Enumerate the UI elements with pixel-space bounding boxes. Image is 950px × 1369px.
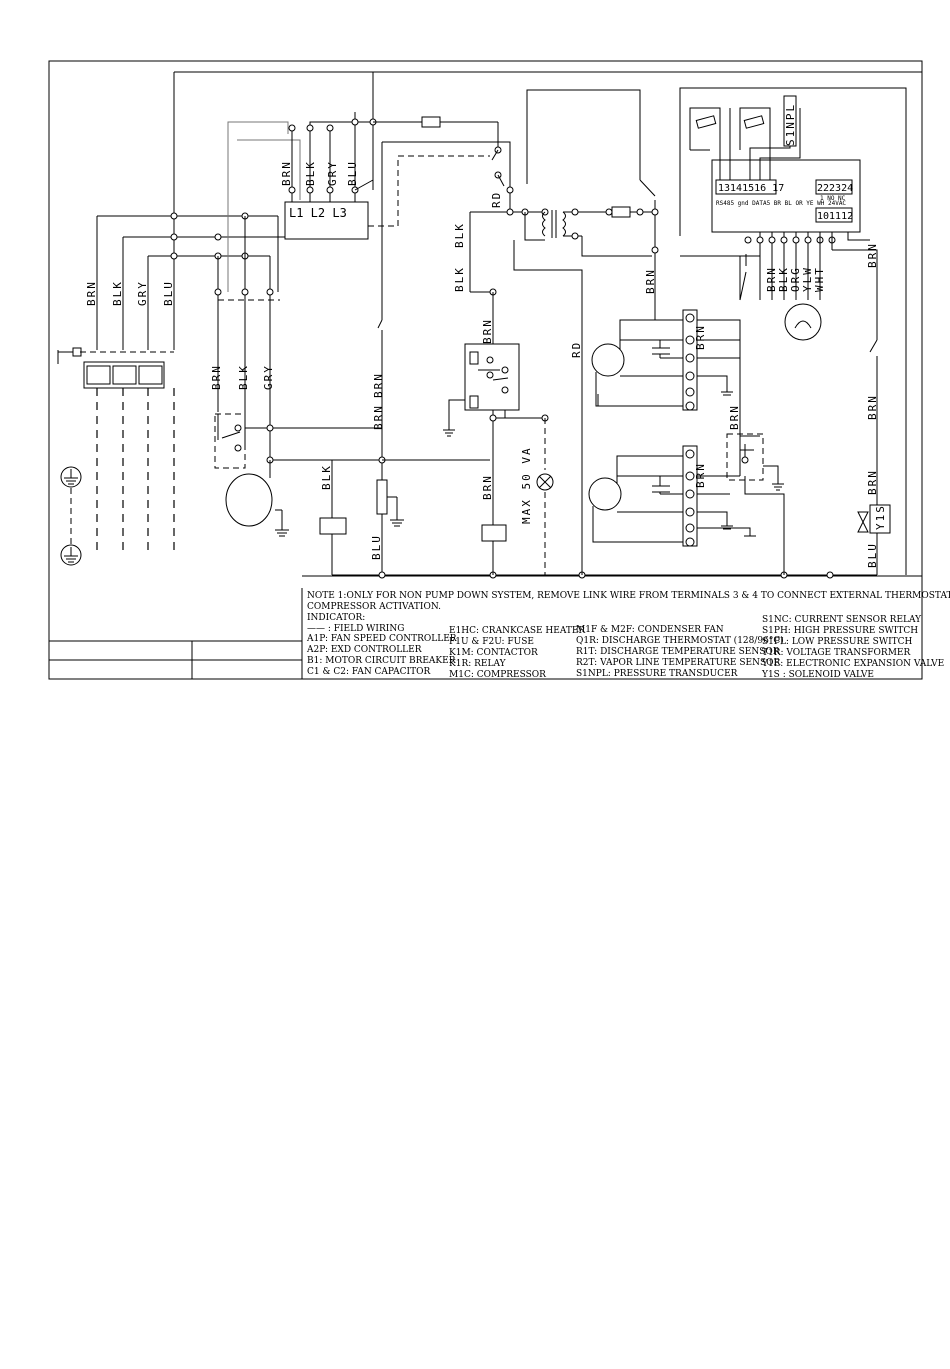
- wire-label: BLK: [453, 222, 466, 248]
- legend-item: K1R: RELAY: [449, 659, 507, 669]
- wire-label: MAX 50 VA: [520, 446, 533, 524]
- wire-label: BRN: [866, 469, 879, 495]
- legend-item: R1T: DISCHARGE TEMPERATURE SENSOR: [576, 647, 780, 657]
- legend-item: B1: MOTOR CIRCUIT BREAKER: [307, 656, 456, 666]
- note-1b: COMPRESSOR ACTIVATION.: [307, 602, 441, 612]
- legend-item: M1F & M2F: CONDENSER FAN: [576, 625, 724, 635]
- voltage-transformer-t1r: [513, 206, 655, 575]
- legend-item: Q1R: DISCHARGE THERMOSTAT (128/96°C): [576, 635, 784, 646]
- wire-label: BLU: [866, 542, 879, 568]
- expansion-valve-y1e: [744, 232, 870, 341]
- wire-label: BLU: [162, 280, 175, 306]
- fuse-f1u: [373, 116, 502, 161]
- wire-label: WHT: [813, 266, 826, 292]
- terminal-block-l1-l2-l3: [284, 201, 369, 240]
- exd-controller-a2p: [689, 95, 861, 233]
- wire-label: BLK: [304, 160, 317, 186]
- legend-item: S1PH: HIGH PRESSURE SWITCH: [762, 626, 918, 636]
- wire-label: BRN: [280, 160, 293, 186]
- high-pressure-switch-s1ph: [726, 410, 785, 575]
- solenoid-valve-y1s: [832, 249, 891, 575]
- legend-item: S1NPL: PRESSURE TRANSDUCER: [576, 669, 738, 679]
- wire-label: BRN: [372, 372, 385, 398]
- diagram-frame: [48, 60, 923, 680]
- wire-label: BLK: [777, 266, 790, 292]
- wire-label: BRN: [694, 462, 707, 488]
- wire-label: BLK: [237, 364, 250, 390]
- wire-label: BRN: [481, 318, 494, 344]
- fan-speed-controller-a1p-lower: [588, 445, 756, 547]
- wire-label: GRY: [262, 364, 275, 390]
- wire-label: BRN: [210, 364, 223, 390]
- earth-ground-icon: [60, 466, 82, 566]
- pressure-transducer-label: S1NPL: [784, 103, 797, 146]
- wire-label: BRN: [866, 394, 879, 420]
- wire-label: BRN: [866, 242, 879, 268]
- wire-label: BRN: [85, 280, 98, 306]
- legend-item: T1R: VOLTAGE TRANSFORMER: [762, 648, 910, 658]
- wire-label: BLK: [320, 464, 333, 490]
- wire-label: Y1S: [874, 504, 887, 530]
- compressor-m1c: [319, 460, 347, 575]
- contactor-wiring: [214, 121, 306, 470]
- wire-label: BRN: [372, 404, 385, 430]
- wire-label: RD: [570, 341, 583, 358]
- wire-label: BRN: [481, 474, 494, 500]
- wire-label: BLK: [453, 266, 466, 292]
- wire-label: BRN: [644, 268, 657, 294]
- legend-item: R2T: VAPOR LINE TEMPERATURE SENSOR: [576, 658, 781, 668]
- motor-circuit-breaker-b1: [57, 347, 175, 550]
- condenser-fan-circuit: [214, 413, 382, 537]
- legend-item: M1C: COMPRESSOR: [449, 670, 546, 680]
- legend-item: F1U & F2U: FUSE: [449, 637, 534, 647]
- crankcase-heater-circuit: [376, 141, 511, 575]
- controller-terminals: 101112: [817, 211, 853, 222]
- controller-terminals: 13141516 17: [718, 183, 784, 194]
- wire-label: BRN: [728, 404, 741, 430]
- controller-terminals: 222324: [817, 183, 853, 194]
- legend-item: E1HC: CRANKCASE HEATER: [449, 626, 585, 636]
- wire-label: BRN: [694, 324, 707, 350]
- note-1: NOTE 1:ONLY FOR NON PUMP DOWN SYSTEM, RE…: [307, 591, 950, 601]
- fan-speed-controller-a1p-upper: [591, 309, 740, 411]
- wire-label: BRN: [765, 266, 778, 292]
- wire-label: GRY: [326, 160, 339, 186]
- field-wiring-legend: —— : FIELD WIRING: [307, 624, 404, 634]
- legend-item: A2P: EXD CONTROLLER: [306, 645, 422, 655]
- controller-small-label: 1 NO NC: [820, 195, 846, 202]
- legend-item: S1NC: CURRENT SENSOR RELAY: [762, 615, 922, 625]
- legend-item: C1 & C2: FAN CAPACITOR: [307, 667, 430, 677]
- legend-item: K1M: CONTACTOR: [449, 648, 538, 658]
- terminal-label: L1 L2 L3: [289, 206, 347, 220]
- field-wiring-dashed: [368, 155, 490, 227]
- wire-label: BLK: [111, 280, 124, 306]
- legend-item: S1PL: LOW PRESSURE SWITCH: [762, 637, 913, 647]
- legend-item: A1P: FAN SPEED CONTROLLER: [306, 634, 457, 644]
- wire-label: RD: [490, 191, 503, 208]
- wire-label: ORG: [789, 266, 802, 292]
- relay-k1r-circuit: [443, 170, 554, 575]
- wire-label: GRY: [136, 280, 149, 306]
- legend-item: Y1E: ELECTRONIC EXPANSION VALVE: [761, 659, 944, 669]
- legend-item: Y1S : SOLENOID VALVE: [761, 670, 874, 680]
- wire-label: BLU: [370, 534, 383, 560]
- wire-label: YLW: [801, 266, 814, 292]
- main-supply-wiring: [96, 71, 922, 350]
- controller-bus-labels: RS485 gnd DATA5 BR BL OR YE WH 24VAC: [716, 200, 846, 207]
- wire-label: BLU: [346, 160, 359, 186]
- indicator-title: INDICATOR:: [307, 613, 365, 623]
